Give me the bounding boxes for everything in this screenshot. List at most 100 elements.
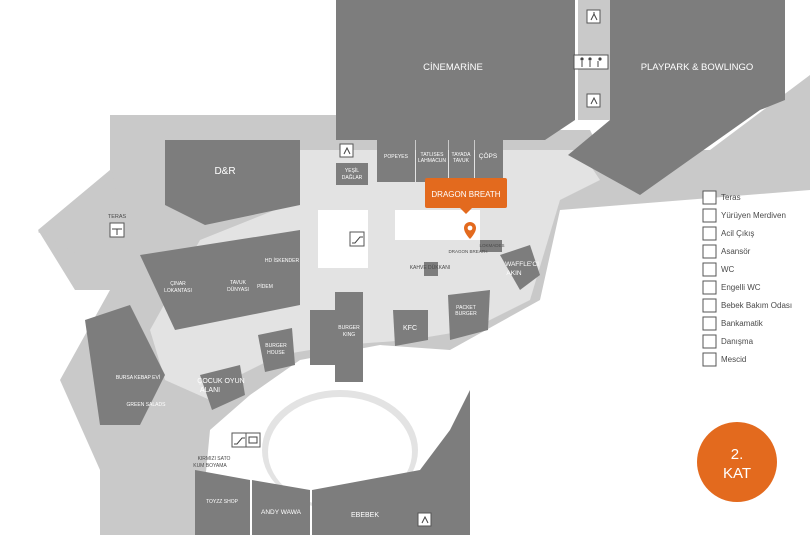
store-blocks <box>38 0 785 535</box>
legend-item: Bebek Bakım Odası <box>702 298 792 313</box>
floor-badge: 2. KAT <box>697 422 777 502</box>
floor-badge-circle <box>697 422 777 502</box>
legend-label: WC <box>721 265 735 274</box>
legend-item: Bankamatik <box>702 316 764 331</box>
emergency-exit-icon <box>702 226 717 241</box>
label-popeyes: POPEYES <box>384 154 409 160</box>
label-ebebek: EBEBEK <box>351 512 379 519</box>
accessible-wc-icon <box>702 280 717 295</box>
store-packet[interactable] <box>448 290 490 340</box>
store-burger-king[interactable] <box>335 292 363 382</box>
store-toyzz[interactable] <box>195 470 250 535</box>
label-packet-1: PACKET <box>456 305 476 311</box>
legend: Teras Yürüyen Merdiven Acil Çıkış Asansö… <box>702 190 792 367</box>
escalator-icon <box>702 208 717 223</box>
location-pin-icon <box>464 222 476 239</box>
store-cocuk[interactable] <box>200 365 245 410</box>
legend-item: Danışma <box>702 334 754 349</box>
label-hd: HD İSKENDER <box>265 257 300 264</box>
label-tavuk-2: DÜNYASI <box>227 286 249 293</box>
store-lokmades[interactable] <box>480 240 502 252</box>
emergency-exit-icon <box>339 143 354 158</box>
store-row-food[interactable] <box>140 230 300 330</box>
label-kirmizi-2: KUM BOYAMA <box>193 463 227 469</box>
store-waffle[interactable] <box>500 245 540 290</box>
label-cinar-2: LOKANTASI <box>164 288 192 294</box>
label-teras: TERAS <box>108 214 127 220</box>
label-kirmizi-1: KIRMIZI SATO <box>198 456 231 462</box>
store-andy[interactable] <box>252 480 310 535</box>
label-packet-2: BURGER <box>455 311 477 317</box>
store-dr[interactable] <box>165 140 300 225</box>
label-cocuk-2: ALANI <box>200 387 220 394</box>
legend-label: Bebek Bakım Odası <box>721 301 792 310</box>
highlight-box[interactable] <box>425 178 507 208</box>
legend-label: Asansör <box>721 247 751 256</box>
wc-icon <box>702 262 717 277</box>
label-waffle-2: AKIN <box>506 270 521 277</box>
store-tatlises[interactable] <box>416 140 448 182</box>
legend-label: Mescid <box>721 355 746 364</box>
emergency-exit-icon <box>417 512 432 527</box>
label-kahve: KAHVE DÜKKANI <box>410 264 451 271</box>
store-bursa[interactable] <box>85 305 165 425</box>
label-cops: ÇÖPS <box>479 152 498 160</box>
legend-label: Danışma <box>721 337 754 346</box>
terrace-icon <box>702 190 717 205</box>
label-tatlises-1: TATLISES <box>421 152 445 158</box>
label-tayada-1: TAYADA <box>452 152 472 158</box>
label-cocuk-1: ÇOCUK OYUN <box>197 378 244 385</box>
store-tayada[interactable] <box>449 140 474 182</box>
baby-care-icon <box>702 298 717 313</box>
label-waffle-1: WAFFLE'CI <box>505 261 539 268</box>
label-dr: D&R <box>214 166 235 177</box>
atm-icon <box>245 432 261 448</box>
store-yesil[interactable] <box>336 163 368 185</box>
store-cops[interactable] <box>475 140 503 182</box>
label-burger-king-2: KING <box>343 332 355 338</box>
store-burger-house[interactable] <box>258 328 295 372</box>
map-icons <box>109 9 609 527</box>
store-labels: CİNEMARİNE PLAYPARK & BOWLINGO D&R TERAS… <box>108 62 753 519</box>
label-andy: ANDY WAWA <box>261 509 302 516</box>
emergency-exit-icon <box>586 9 601 24</box>
store-burger-king-a[interactable] <box>310 310 335 365</box>
label-tatlises-2: LAHMACUN <box>418 158 446 164</box>
label-playpark: PLAYPARK & BOWLINGO <box>641 62 754 73</box>
label-green: GREEN SALADS <box>127 402 167 408</box>
elevator-icon <box>702 244 717 259</box>
legend-label: Bankamatik <box>721 319 764 328</box>
info-icon <box>702 334 717 349</box>
atm-icon <box>702 316 717 331</box>
legend-item: Acil Çıkış <box>702 226 754 241</box>
label-burger-house-2: HOUSE <box>267 350 285 356</box>
legend-item: Mescid <box>702 352 746 367</box>
floor-label: KAT <box>723 465 751 482</box>
legend-item: Engelli WC <box>702 280 761 295</box>
label-burger-house-1: BURGER <box>265 343 287 349</box>
store-kahve[interactable] <box>424 262 438 276</box>
legend-item: Yürüyen Merdiven <box>702 208 786 223</box>
escalator-icon <box>231 432 247 448</box>
pin-label: DRAGON BREATH <box>449 249 488 254</box>
store-popeyes[interactable] <box>377 140 415 182</box>
store-cinemarine[interactable] <box>336 0 575 140</box>
wc-icon <box>573 54 609 70</box>
escalator-icon <box>349 231 365 247</box>
legend-label: Engelli WC <box>721 283 761 292</box>
store-playpark[interactable] <box>568 0 785 195</box>
legend-item: Teras <box>702 190 741 205</box>
label-bursa: BURSA KEBAP EVİ <box>116 374 160 381</box>
terrace-area <box>38 172 125 258</box>
store-kfc[interactable] <box>393 310 428 346</box>
legend-label: Yürüyen Merdiven <box>721 211 786 220</box>
legend-item: WC <box>702 262 735 277</box>
highlight-callout[interactable]: DRAGON BREATH DRAGON BREATH <box>425 178 507 254</box>
emergency-exit-icon <box>586 93 601 108</box>
label-pidem: PİDEM <box>257 283 273 290</box>
label-tavuk-1: TAVUK <box>230 280 247 286</box>
label-burger-king-1: BURGER <box>338 325 360 331</box>
store-ebebek[interactable] <box>312 390 470 535</box>
terrace-icon <box>109 222 125 238</box>
